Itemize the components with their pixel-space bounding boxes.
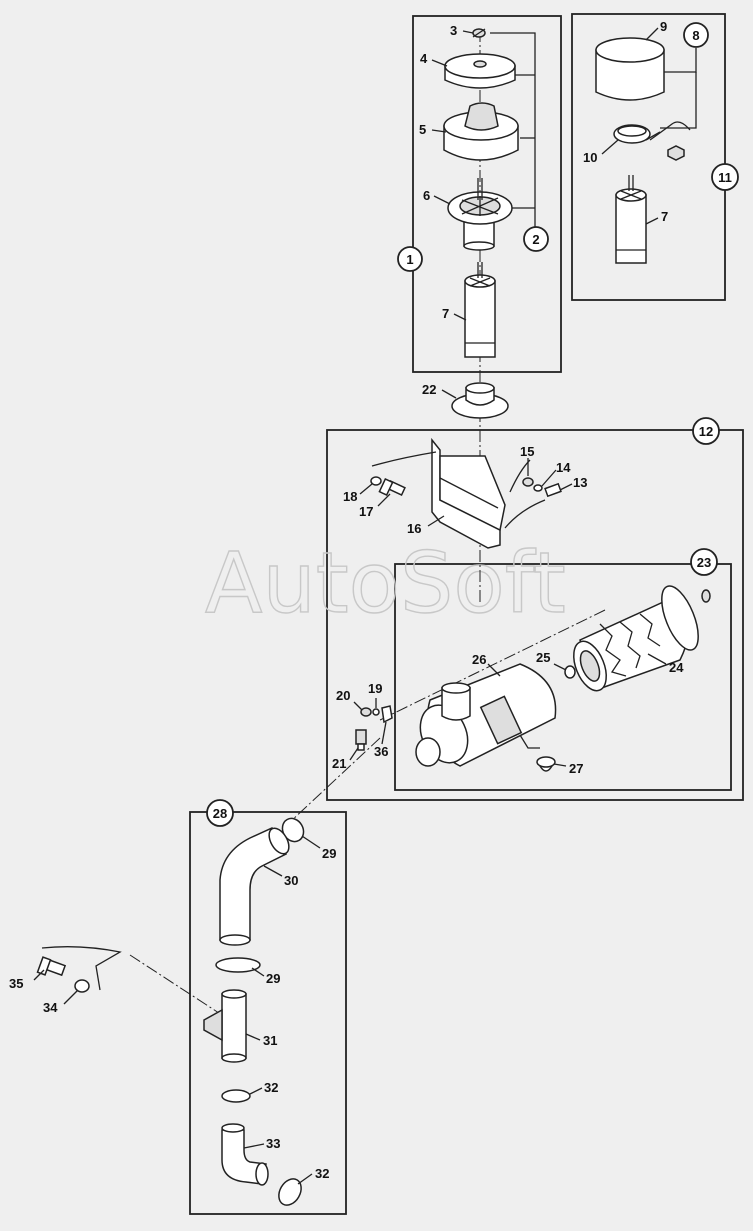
leader-lines (33, 27, 667, 1185)
bracket-group-2 (490, 32, 536, 228)
group-box-11 (571, 13, 726, 301)
group-box-12 (326, 429, 744, 801)
watermark: AutoSoft (205, 534, 566, 632)
part-26-filter-housing (415, 663, 557, 767)
part-17-bolt (378, 477, 406, 497)
part-7-element-alt (615, 175, 647, 264)
label-13: 13 (573, 475, 587, 490)
label-21: 21 (332, 756, 346, 771)
label-29-lower: 29 (266, 971, 280, 986)
centerline-bracket (129, 954, 223, 1016)
label-22: 22 (422, 382, 436, 397)
label-7-group11: 7 (661, 209, 668, 224)
label-24: 24 (669, 660, 684, 675)
part-23-wingnut (701, 589, 711, 603)
part-13-bolt (544, 482, 562, 498)
label-35: 35 (9, 976, 23, 991)
centerline-elbow (289, 737, 381, 823)
part-32-clamp-upper (221, 1089, 251, 1103)
part-5-precleaner-cap (443, 102, 519, 161)
label-36: 36 (374, 744, 388, 759)
part-4-cover (444, 53, 516, 89)
label-17: 17 (359, 504, 373, 519)
label-29-upper: 29 (322, 846, 336, 861)
svg-text:12: 12 (699, 424, 713, 439)
part-7-safety-element (464, 262, 496, 358)
label-3: 3 (450, 23, 457, 38)
part-33-elbow (221, 1123, 269, 1186)
svg-text:28: 28 (213, 806, 227, 821)
part-24-main-element (573, 585, 699, 692)
part-29-clamp-lower (215, 957, 261, 973)
label-32-upper: 32 (264, 1080, 278, 1095)
svg-text:8: 8 (692, 28, 699, 43)
callout-1: 1 (397, 246, 423, 272)
part-14-washer (533, 484, 543, 492)
part-3-wingnut (472, 28, 486, 38)
label-18: 18 (343, 489, 357, 504)
label-19: 19 (368, 681, 382, 696)
part-15-nut (522, 477, 534, 487)
label-32-lower: 32 (315, 1166, 329, 1181)
part-6-vane-assembly (447, 178, 513, 251)
svg-text:23: 23 (697, 555, 711, 570)
label-27: 27 (569, 761, 583, 776)
label-10: 10 (583, 150, 597, 165)
label-14: 14 (556, 460, 571, 475)
label-30: 30 (284, 873, 298, 888)
callout-12: 12 (692, 417, 720, 445)
svg-text:1: 1 (406, 252, 413, 267)
label-6: 6 (423, 188, 430, 203)
part-27-dust-valve (536, 756, 556, 772)
part-16-mounting-bracket (371, 437, 546, 549)
mount-surface-lower (41, 946, 122, 991)
group-box-28 (189, 811, 347, 1215)
label-9: 9 (660, 19, 667, 34)
part-31-pipe-with-bracket (203, 989, 247, 1063)
label-34: 34 (43, 1000, 58, 1015)
group-box-1 (412, 15, 562, 373)
part-30-elbow-hose (219, 827, 290, 946)
part-18-washer (370, 476, 382, 486)
part-32-clamp-lower (278, 1178, 302, 1206)
label-31: 31 (263, 1033, 277, 1048)
part-20-nut (360, 707, 372, 717)
svg-text:2: 2 (532, 232, 539, 247)
part-34-washer (74, 979, 90, 993)
group-box-23 (394, 563, 732, 791)
part-35-bolt (36, 956, 67, 977)
label-4: 4 (420, 51, 428, 66)
label-26: 26 (472, 652, 486, 667)
bracket-group-8b (660, 72, 697, 129)
label-5: 5 (419, 122, 426, 137)
part-19-clip (372, 708, 380, 716)
label-7-group1: 7 (442, 306, 449, 321)
centerline-housing (379, 609, 606, 721)
callout-2: 2 (523, 226, 549, 252)
bracket-group-8 (664, 48, 697, 73)
part-9-cover (595, 37, 665, 101)
part-22-adapter (451, 382, 509, 419)
label-16: 16 (407, 521, 421, 536)
part-25-ring (564, 665, 576, 679)
label-33: 33 (266, 1136, 280, 1151)
label-15: 15 (520, 444, 534, 459)
callout-28: 28 (206, 799, 234, 827)
callout-8: 8 (683, 22, 709, 48)
callout-23: 23 (690, 548, 718, 576)
part-36-indicator (381, 705, 393, 724)
part-21-restriction-switch (355, 729, 367, 751)
part-10-clamp (613, 121, 691, 161)
label-25: 25 (536, 650, 550, 665)
callout-11: 11 (711, 163, 739, 191)
label-20: 20 (336, 688, 350, 703)
svg-text:11: 11 (718, 170, 732, 185)
